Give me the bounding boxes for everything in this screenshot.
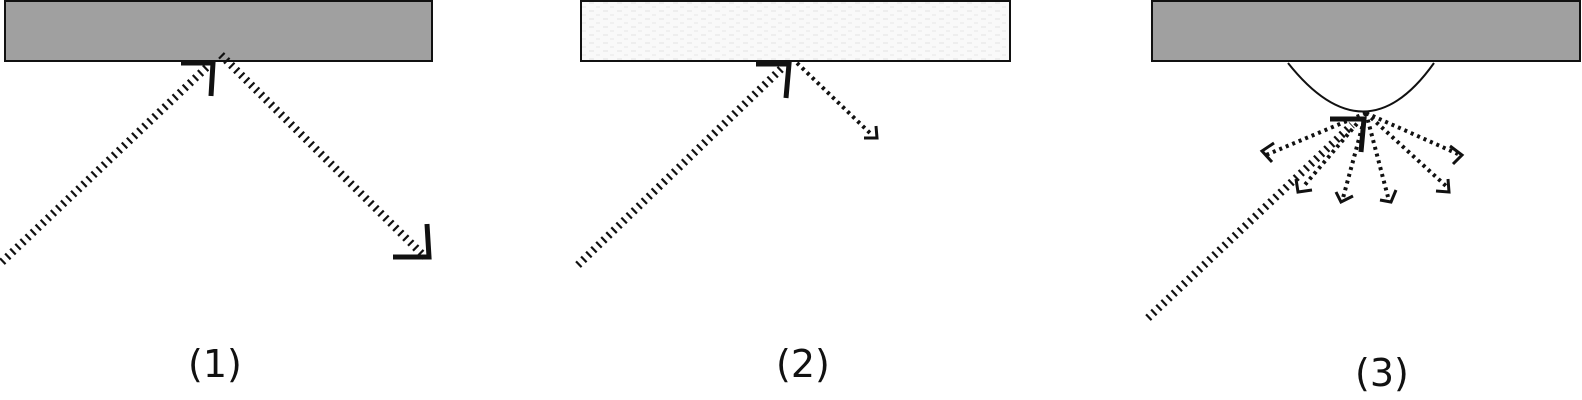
translucent-surface — [580, 0, 1011, 62]
scattered-arrowhead — [1449, 144, 1465, 166]
panel-1-caption: (1) — [188, 342, 242, 386]
scattered-arrowhead — [1294, 178, 1313, 194]
scattered-ray — [1365, 111, 1459, 156]
scattered-arrowheads — [1259, 141, 1465, 205]
scattered-ray — [1341, 112, 1368, 199]
incident-arrowhead — [1330, 116, 1367, 153]
incident-arrowhead — [756, 61, 792, 99]
scattered-arrowhead — [1334, 191, 1354, 205]
incident-ray — [575, 65, 785, 268]
reflected-arrowhead — [864, 125, 879, 140]
scattered-ray — [1364, 112, 1390, 198]
panel-3-caption: (3) — [1355, 351, 1409, 395]
scattered-ray — [1265, 111, 1367, 157]
scattered-ray — [1301, 111, 1368, 189]
panel-2 — [575, 0, 1011, 268]
scattered-rays — [1265, 111, 1459, 199]
reflected-ray — [218, 52, 428, 260]
incident-ray — [0, 63, 211, 265]
panel-2-caption: (2) — [776, 342, 830, 386]
scattered-ray — [1364, 111, 1448, 188]
panel-1 — [0, 0, 433, 265]
scattered-arrowhead — [1379, 189, 1398, 204]
reflected-ray — [795, 61, 874, 137]
panel-3 — [1145, 0, 1581, 321]
scattered-arrowhead — [1435, 178, 1451, 194]
scattered-arrowhead — [1259, 141, 1275, 164]
incident-arrowhead — [181, 60, 216, 97]
opaque-surface — [1151, 0, 1581, 62]
opaque-surface — [4, 0, 433, 62]
diffuse-lobe — [1287, 62, 1435, 113]
reflected-arrowhead — [393, 223, 432, 260]
incident-ray — [1145, 122, 1355, 321]
